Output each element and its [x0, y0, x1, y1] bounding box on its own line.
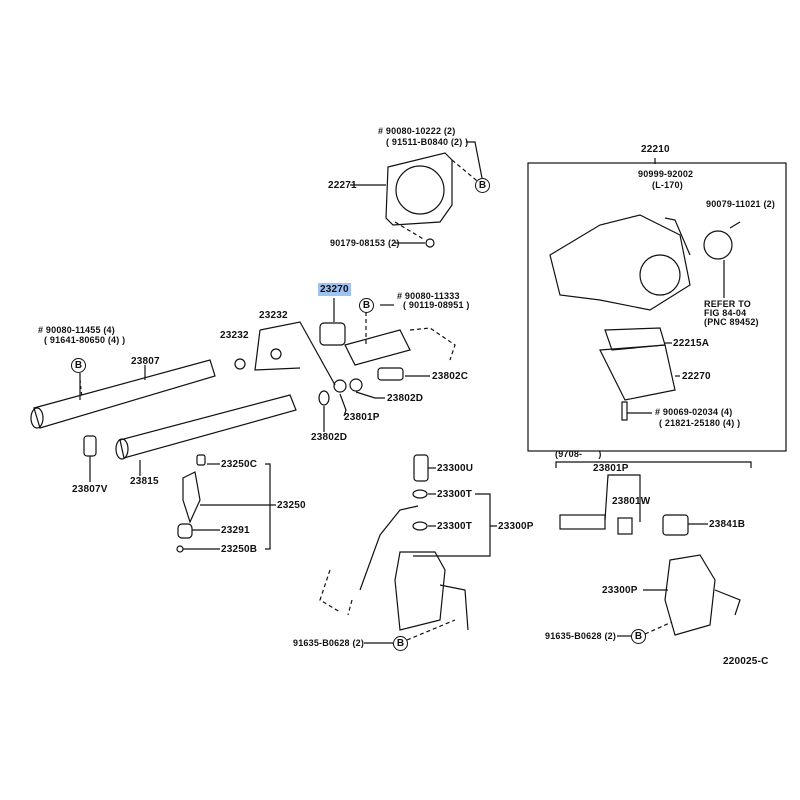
label-iac-bolt[interactable]: # 90069-02034 (4) [655, 407, 733, 417]
label-tb-hose[interactable]: 90999-92002 [638, 169, 694, 179]
label-23270-highlighted[interactable]: 23270 [318, 283, 351, 296]
throttle-body-box [527, 158, 787, 452]
refer-note-line3: (PNC 89452) [704, 317, 759, 327]
label-23291[interactable]: 23291 [221, 525, 250, 536]
injector-drawing [176, 454, 276, 553]
label-reg-bolt-alt[interactable]: ( 90119-08951 ) [403, 300, 470, 310]
label-tps-screw[interactable]: 90079-11021 (2) [706, 199, 776, 209]
label-22215a[interactable]: 22215A [673, 338, 710, 349]
ref-marker-b: B [359, 298, 374, 313]
ref-marker-b: B [475, 178, 490, 193]
label-23801p[interactable]: 23801P [344, 412, 380, 423]
label-gasket-bolt-alt: ( 91511-B0840 (2) ) [386, 137, 469, 147]
label-23300p[interactable]: 23300P [498, 521, 534, 532]
label-22270[interactable]: 22270 [682, 371, 711, 382]
date-range-label: (9708- ) [555, 449, 602, 459]
label-rail-bolt-alt[interactable]: ( 91641-80650 (4) ) [44, 335, 126, 345]
variant-parts-drawing [555, 461, 752, 637]
label-reg-bolt[interactable]: # 90080-11333 [397, 291, 460, 301]
label-pump-bolt[interactable]: 91635-B0628 (2) [545, 631, 617, 641]
label-23802d[interactable]: 23802D [311, 432, 348, 443]
label-pump-bolt[interactable]: 91635-B0628 (2) [293, 638, 365, 648]
refer-note-line1: REFER TO [704, 299, 751, 309]
label-23841b[interactable]: 23841B [709, 519, 746, 530]
label-23807v[interactable]: 23807V [72, 484, 108, 495]
label-22210[interactable]: 22210 [641, 144, 670, 155]
label-23801p[interactable]: 23801P [593, 463, 629, 474]
label-rail-bolt[interactable]: # 90080-11455 (4) [38, 325, 115, 335]
ref-marker-b: B [71, 358, 86, 373]
fuel-pump-drawing [319, 454, 497, 644]
label-gasket-nut[interactable]: 90179-08153 (2) [330, 238, 400, 248]
label-23300p[interactable]: 23300P [602, 585, 638, 596]
label-23250b[interactable]: 23250B [221, 544, 258, 555]
refer-note-line2[interactable]: FIG 84-04 [704, 308, 747, 318]
gasket-drawing [350, 141, 483, 248]
label-tb-hose-length: (L-170) [652, 180, 683, 190]
ref-marker-b: B [393, 636, 408, 651]
fuel-rails-drawing [30, 359, 297, 482]
label-23250c[interactable]: 23250C [221, 459, 258, 470]
label-23802d[interactable]: 23802D [387, 393, 424, 404]
label-iac-bolt-alt[interactable]: ( 21821-25180 (4) ) [659, 418, 741, 428]
label-23300u[interactable]: 23300U [437, 463, 474, 474]
label-gasket-bolt: # 90080-10222 (2) [378, 126, 456, 136]
label-23807[interactable]: 23807 [131, 356, 160, 367]
label-23300t[interactable]: 23300T [437, 489, 473, 500]
ref-marker-b: B [631, 629, 646, 644]
label-23250[interactable]: 23250 [277, 500, 306, 511]
label-23300t[interactable]: 23300T [437, 521, 473, 532]
label-23232[interactable]: 23232 [220, 330, 249, 341]
label-23801w[interactable]: 23801W [612, 496, 651, 507]
label-23815[interactable]: 23815 [130, 476, 159, 487]
label-22271[interactable]: 22271 [328, 180, 357, 191]
label-23232[interactable]: 23232 [259, 310, 288, 321]
regulator-drawing [234, 298, 456, 432]
label-23802c[interactable]: 23802C [432, 371, 469, 382]
figure-number: 220025-C [723, 656, 769, 667]
